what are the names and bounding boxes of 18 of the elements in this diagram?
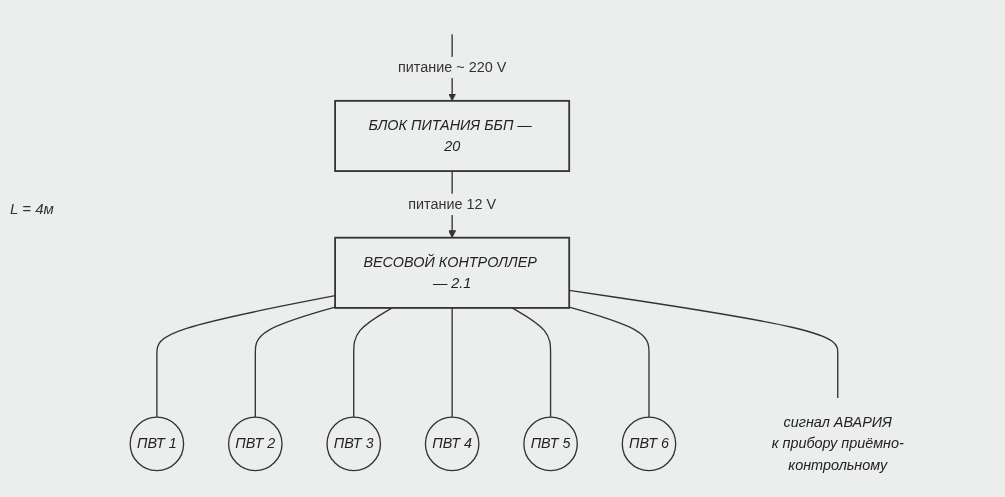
node-box: ВЕСОВОЙ КОНТРОЛЛЕР — 2.1 xyxy=(334,236,571,309)
node-text: сигнал АВАРИЯ к прибору приёмно-контрольному xyxy=(771,414,904,473)
edge-label: питание 12 V xyxy=(408,196,497,212)
connector xyxy=(156,294,336,418)
connector xyxy=(254,306,336,418)
node-circle: ПВТ 6 xyxy=(621,416,677,472)
node-circle: ПВТ 1 xyxy=(129,416,185,472)
connector xyxy=(451,307,453,418)
dimension-label: L = 4м xyxy=(10,200,54,217)
node-circle: ПВТ 5 xyxy=(523,416,578,472)
node-circle: ПВТ 2 xyxy=(227,416,283,472)
connector xyxy=(353,307,393,418)
connector xyxy=(568,306,650,418)
edge-label: питание ~ 220 V xyxy=(397,59,507,75)
node-box: БЛОК ПИТАНИЯ ББП — 20 xyxy=(334,99,571,172)
connector xyxy=(511,307,552,418)
node-circle: ПВТ 4 xyxy=(424,416,480,472)
node-circle: ПВТ 3 xyxy=(326,416,382,472)
